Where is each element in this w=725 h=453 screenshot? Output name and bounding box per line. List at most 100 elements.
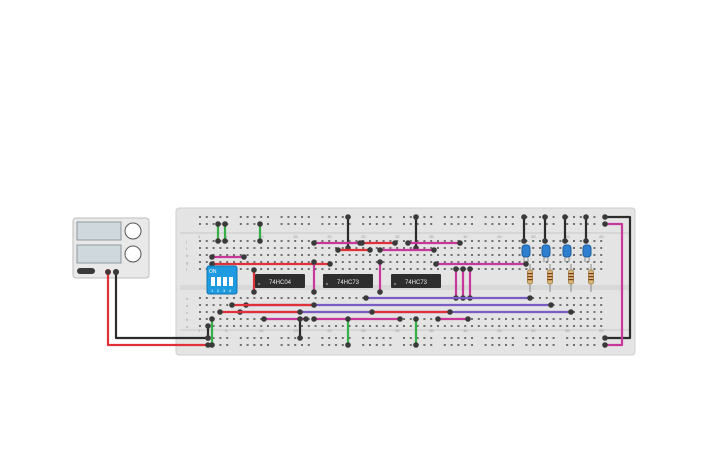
hole[interactable] [382, 247, 385, 249]
wire-end[interactable] [583, 214, 589, 220]
hole[interactable] [267, 240, 269, 242]
hole[interactable] [382, 261, 385, 263]
hole[interactable] [205, 318, 208, 320]
hole[interactable] [233, 240, 235, 242]
rail-hole[interactable] [267, 344, 269, 346]
hole[interactable] [484, 268, 487, 270]
rail-hole[interactable] [362, 223, 365, 225]
hole[interactable] [396, 240, 399, 242]
hole[interactable] [403, 268, 405, 270]
hole[interactable] [321, 268, 324, 270]
wire-end[interactable] [523, 261, 529, 267]
rail-hole[interactable] [593, 216, 596, 218]
hole[interactable] [307, 297, 310, 299]
rail-hole[interactable] [430, 223, 433, 225]
hole[interactable] [301, 297, 303, 299]
hole[interactable] [260, 247, 263, 249]
hole[interactable] [294, 325, 297, 327]
hole[interactable] [396, 247, 399, 249]
rail-hole[interactable] [226, 337, 229, 339]
rail-hole[interactable] [301, 216, 303, 218]
rail-hole[interactable] [573, 223, 575, 225]
wire-end[interactable] [602, 342, 608, 348]
hole[interactable] [273, 325, 276, 327]
led-2[interactable] [541, 244, 551, 262]
hole[interactable] [559, 325, 562, 327]
hole[interactable] [280, 325, 283, 327]
hole[interactable] [532, 325, 535, 327]
hole[interactable] [212, 297, 215, 299]
rail-hole[interactable] [552, 216, 555, 218]
rail-hole[interactable] [321, 223, 324, 225]
hole[interactable] [267, 325, 269, 327]
hole[interactable] [511, 318, 514, 320]
hole[interactable] [403, 261, 405, 263]
rail-hole[interactable] [199, 223, 201, 225]
hole[interactable] [600, 297, 603, 299]
hole[interactable] [335, 268, 337, 270]
hole[interactable] [362, 247, 365, 249]
rail-hole[interactable] [328, 223, 331, 225]
hole[interactable] [586, 268, 589, 270]
hole[interactable] [491, 268, 494, 270]
hole[interactable] [239, 247, 242, 249]
rail-hole[interactable] [205, 216, 208, 218]
hole[interactable] [233, 254, 235, 256]
rail-hole[interactable] [505, 223, 507, 225]
hole[interactable] [335, 261, 337, 263]
hole[interactable] [396, 268, 399, 270]
hole[interactable] [539, 318, 541, 320]
hole[interactable] [226, 247, 229, 249]
hole[interactable] [498, 247, 501, 249]
hole[interactable] [539, 247, 541, 249]
hole[interactable] [491, 318, 494, 320]
hole[interactable] [416, 240, 419, 242]
rail-hole[interactable] [369, 337, 371, 339]
wire-end[interactable] [303, 316, 309, 322]
hole[interactable] [246, 247, 249, 249]
hole[interactable] [457, 254, 460, 256]
hole[interactable] [579, 304, 582, 306]
hole[interactable] [539, 240, 541, 242]
hole[interactable] [409, 254, 412, 256]
rail-hole[interactable] [545, 223, 548, 225]
hole[interactable] [586, 297, 589, 299]
rail-hole[interactable] [498, 216, 501, 218]
hole[interactable] [335, 325, 337, 327]
hole[interactable] [267, 297, 269, 299]
rail-hole[interactable] [579, 344, 582, 346]
hole[interactable] [369, 254, 371, 256]
hole[interactable] [267, 261, 269, 263]
hole[interactable] [301, 268, 303, 270]
hole[interactable] [382, 325, 385, 327]
hole[interactable] [518, 318, 521, 320]
hole[interactable] [341, 261, 344, 263]
hole[interactable] [579, 268, 582, 270]
rail-hole[interactable] [267, 216, 269, 218]
hole[interactable] [437, 261, 439, 263]
rail-hole[interactable] [457, 216, 460, 218]
wire-end[interactable] [205, 323, 211, 329]
hole[interactable] [573, 311, 575, 313]
hole[interactable] [471, 318, 473, 320]
rail-hole[interactable] [362, 337, 365, 339]
hole[interactable] [355, 247, 358, 249]
rail-hole[interactable] [307, 216, 310, 218]
rail-hole[interactable] [212, 223, 215, 225]
rail-hole[interactable] [301, 223, 303, 225]
hole[interactable] [545, 325, 548, 327]
rail-hole[interactable] [579, 223, 582, 225]
hole[interactable] [321, 297, 324, 299]
wire-end[interactable] [413, 214, 419, 220]
rail-hole[interactable] [307, 337, 310, 339]
hole[interactable] [443, 261, 446, 263]
hole[interactable] [199, 254, 201, 256]
hole[interactable] [539, 325, 541, 327]
hole[interactable] [532, 318, 535, 320]
rail-hole[interactable] [294, 337, 297, 339]
rail-hole[interactable] [443, 337, 446, 339]
hole[interactable] [484, 318, 487, 320]
hole[interactable] [545, 268, 548, 270]
hole[interactable] [600, 254, 603, 256]
hole[interactable] [321, 247, 324, 249]
